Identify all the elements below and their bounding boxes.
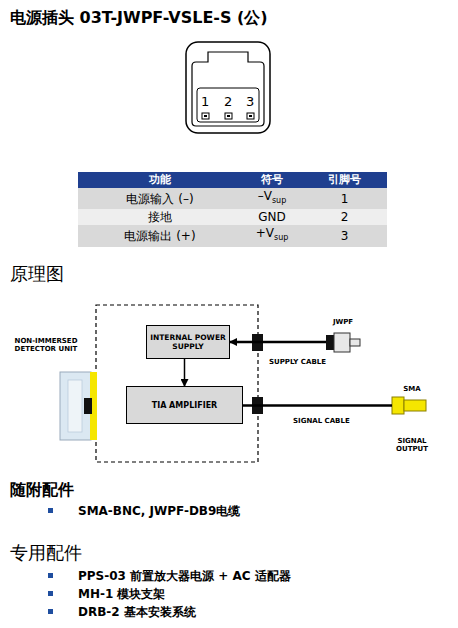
jwpf-connector: JWPF <box>326 318 360 352</box>
jwpf-plug-tail <box>350 339 360 346</box>
section-heading: 原理图 <box>10 262 64 286</box>
bullet <box>48 573 53 578</box>
sma-nut <box>392 397 404 414</box>
bullet <box>48 591 53 596</box>
table-cell: –Vsup <box>242 188 302 209</box>
jwpf-plug-end <box>326 335 334 350</box>
pin-dot <box>227 115 230 117</box>
table-header: 功能 <box>78 172 242 188</box>
table-cell: GND <box>242 209 302 225</box>
detector-body <box>60 372 91 440</box>
node-text: INTERNAL POWER SUPPLY <box>149 333 227 351</box>
table-header: 符号 <box>242 172 302 188</box>
table-cell: 1 <box>302 188 387 209</box>
sma-connector: SMA SIGNAL OUTPUT <box>392 385 432 453</box>
pin-number: 3 <box>246 94 254 109</box>
process-box: INTERNAL POWER SUPPLY <box>146 325 230 359</box>
node-text: SMA <box>403 385 420 393</box>
table-cell: 电源输出 (+) <box>78 225 242 246</box>
detector-window <box>68 380 82 432</box>
pin-cavity <box>197 88 259 122</box>
jwpf-plug-body <box>334 333 350 352</box>
bullet <box>48 508 53 513</box>
bullet-text: SMA-BNC, JWPF-DB9电缆 <box>78 503 240 520</box>
pin-contact <box>202 113 209 119</box>
table-cell: 接地 <box>78 209 242 225</box>
table-cell: 3 <box>302 225 387 246</box>
symbol-subscript: sup <box>274 234 288 243</box>
pin-contact <box>225 113 232 119</box>
node-text: NON-IMMERSED DETECTOR UNIT <box>6 337 86 353</box>
process-box: TIA AMPLIFIER <box>126 386 243 424</box>
symbol-subscript: sup <box>272 196 286 205</box>
pin-number: 2 <box>224 94 232 109</box>
symbol-text: –V <box>258 189 272 203</box>
detector-label: NON-IMMERSED DETECTOR UNIT <box>6 337 86 367</box>
connector <box>243 404 392 407</box>
sma-body <box>404 400 426 411</box>
table-cell: 2 <box>302 209 387 225</box>
section-heading: 专用配件 <box>10 541 82 565</box>
edge-label: SUPPLY CABLE <box>268 358 327 366</box>
detector-element <box>84 398 92 414</box>
node-text: TIA AMPLIFIER <box>152 401 218 410</box>
plug-inner-outline <box>192 52 264 126</box>
node-text: JWPF <box>333 318 353 326</box>
node-text: SIGNAL OUTPUT <box>394 437 430 453</box>
page-title: 电源插头 03T-JWPF-VSLE-S (公) <box>10 8 268 29</box>
section-heading: 随附配件 <box>10 480 74 501</box>
pin-contact <box>247 113 254 119</box>
pin-dot <box>249 115 252 117</box>
symbol-text: +V <box>256 226 274 240</box>
plug-housing <box>186 42 270 133</box>
bullet-text: PPS-03 前置放大器电源 + AC 适配器 <box>78 568 291 585</box>
table-cell: 电源输入 (–) <box>78 188 242 209</box>
table-cell: +Vsup <box>242 225 302 246</box>
bullet-text: MH-1 模块支架 <box>78 586 166 603</box>
table-header: 引脚号 <box>302 172 387 188</box>
pin-number: 1 <box>201 94 209 109</box>
pin-dot <box>204 115 207 117</box>
module-outline <box>96 305 258 462</box>
connector <box>230 341 326 344</box>
bullet-text: DRB-2 基本安装系统 <box>78 604 196 621</box>
pinout-table: 功能 符号 引脚号 电源输入 (–) –Vsup 1 接地 GND 2 电源输出… <box>78 172 387 247</box>
connector <box>184 359 186 386</box>
bullet <box>48 609 53 614</box>
edge-label: SIGNAL CABLE <box>292 417 351 425</box>
